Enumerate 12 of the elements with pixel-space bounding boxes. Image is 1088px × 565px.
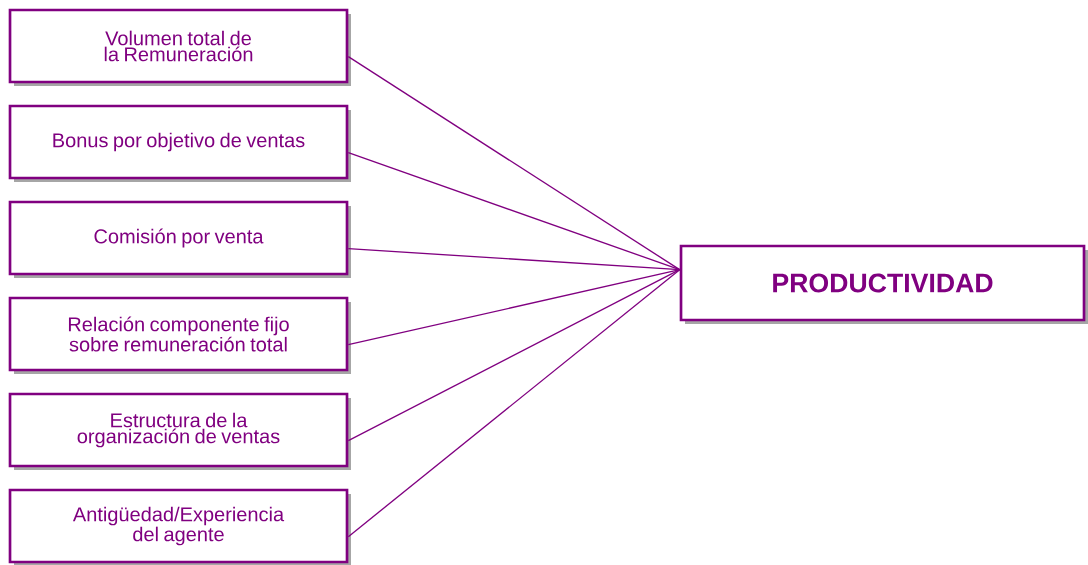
connector-line bbox=[347, 269, 681, 442]
factor-box: Comisión por venta bbox=[8, 200, 351, 278]
factor-box: Volumen total de la Remuneración bbox=[8, 8, 351, 86]
factor-box: Bonus por objetivo de ventas bbox=[8, 104, 351, 182]
factor-box: Relación componente fijo sobre remuneración total bbox=[8, 296, 351, 374]
result-box: PRODUCTIVIDAD bbox=[679, 244, 1088, 324]
factor-box: Estructura de la organización de ventas bbox=[8, 392, 351, 470]
connector-line bbox=[347, 269, 681, 346]
connector-line bbox=[347, 152, 681, 271]
connector-line bbox=[347, 56, 681, 271]
connector-line bbox=[347, 269, 681, 538]
factor-box: Antigüedad/Experiencia del agente bbox=[8, 488, 351, 565]
